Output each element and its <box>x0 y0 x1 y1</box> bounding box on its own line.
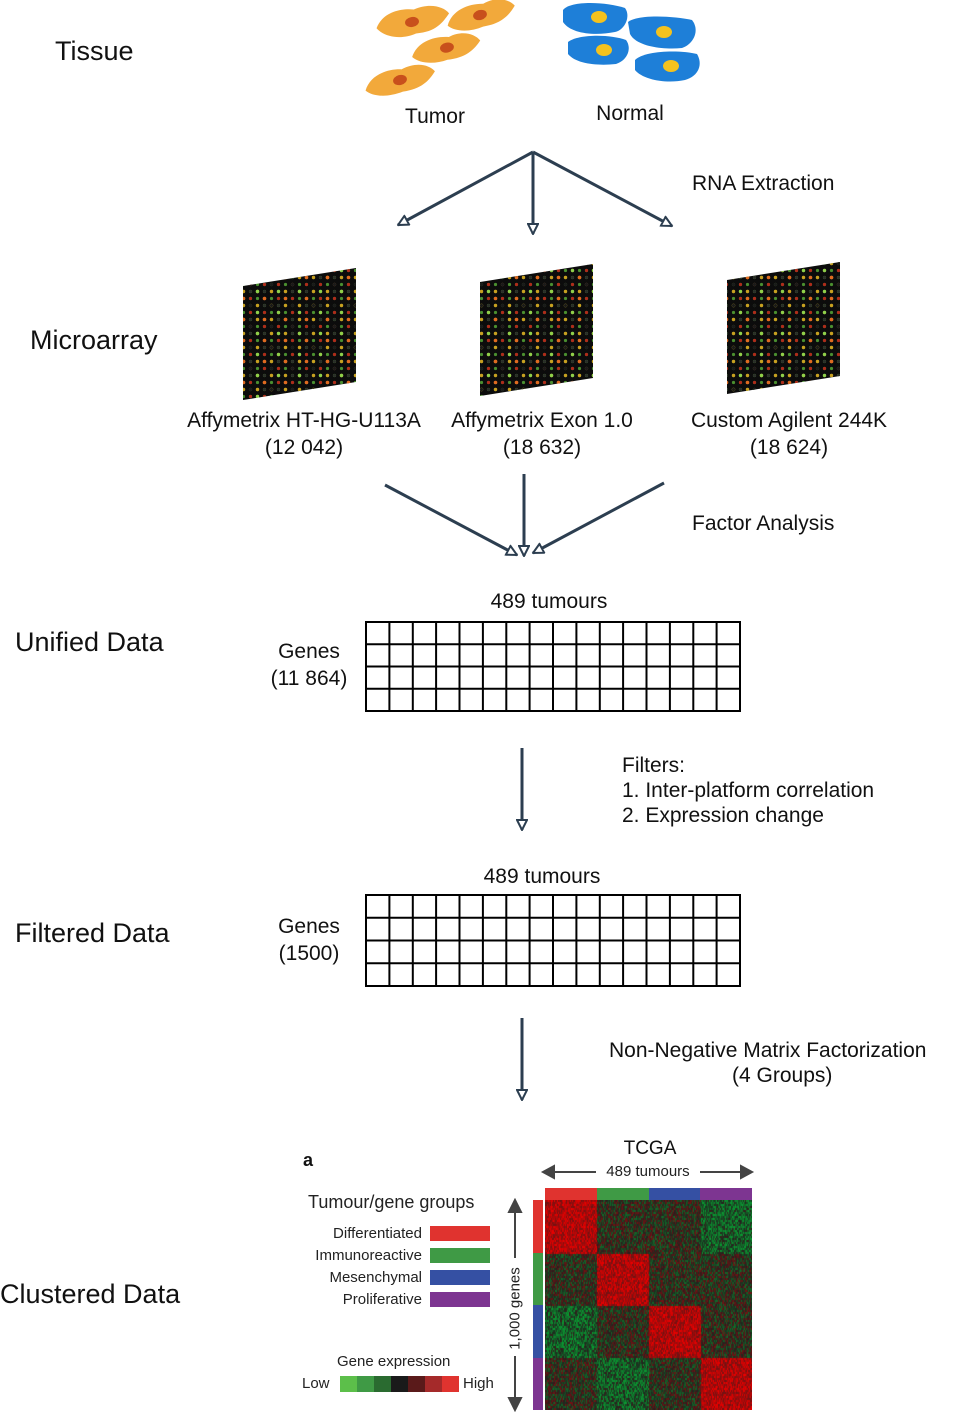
column-group-segment <box>545 1188 597 1200</box>
filtered-columns-label: 489 tumours <box>483 865 601 888</box>
legend-swatch-mesenchymal <box>430 1269 490 1285</box>
tumor-cells <box>365 0 515 96</box>
tissue-cells-illustration <box>365 0 700 96</box>
nmf-groups-label: (4 Groups) <box>732 1064 833 1087</box>
expression-scale-step <box>408 1376 425 1392</box>
expression-scale-step <box>442 1376 459 1392</box>
chip-affymetrix-exon <box>480 264 593 396</box>
group-legend: Differentiated Immunoreactive Mesenchyma… <box>300 1222 490 1310</box>
platform-count-1: (12 042) <box>264 436 344 459</box>
expression-scale-step <box>374 1376 391 1392</box>
legend-title: Tumour/gene groups <box>308 1192 475 1212</box>
platform-name-2: Affymetrix Exon 1.0 <box>451 409 633 432</box>
filtered-rows-label: Genes <box>278 915 340 938</box>
legend-item: Proliferative <box>300 1288 490 1310</box>
legend-item: Mesenchymal <box>300 1266 490 1288</box>
normal-cell <box>568 35 629 65</box>
arrow-factor-right <box>533 481 665 555</box>
expression-scale-step <box>391 1376 408 1392</box>
legend-item: Differentiated <box>300 1222 490 1244</box>
expression-title: Gene expression <box>337 1353 451 1370</box>
expression-high-label: High <box>463 1375 494 1392</box>
heatmap-columns-label: 489 tumours <box>606 1163 690 1180</box>
tumor-label: Tumor <box>405 105 465 128</box>
filter-item-1: 1. Inter-platform correlation <box>622 779 875 802</box>
expression-color-scale <box>340 1376 459 1392</box>
platform-name-1: Affymetrix HT-HG-U113A <box>187 409 421 432</box>
expression-scale-step <box>357 1376 374 1392</box>
legend-item-label: Proliferative <box>342 1290 422 1308</box>
row-group-segment <box>533 1305 543 1358</box>
row-group-segment <box>533 1252 543 1305</box>
unified-rows-label: Genes <box>278 640 340 663</box>
tumor-cell <box>365 64 435 96</box>
stage-label-tissue: Tissue <box>55 36 134 66</box>
normal-label: Normal <box>596 102 664 125</box>
expression-scale-step <box>425 1376 442 1392</box>
column-group-segment <box>700 1188 752 1200</box>
chip-agilent <box>727 262 840 394</box>
normal-cell <box>563 3 628 34</box>
stage-label-unified: Unified Data <box>15 627 164 657</box>
stage-label-filtered: Filtered Data <box>15 918 170 948</box>
filtered-rows-count: (1500) <box>278 942 340 965</box>
arrow-rna-left <box>398 150 534 227</box>
row-group-bar <box>533 1200 543 1410</box>
expression-heatmap <box>545 1200 752 1410</box>
tumor-cell <box>412 33 481 63</box>
filtered-data-grid <box>365 894 741 987</box>
column-group-segment <box>596 1188 649 1200</box>
chip-affymetrix-ht <box>243 268 356 400</box>
row-group-segment <box>533 1200 543 1253</box>
platform-name-3: Custom Agilent 244K <box>690 409 888 432</box>
legend-item-label: Immunoreactive <box>315 1246 422 1264</box>
columns-arrow <box>540 1164 755 1180</box>
stage-label-microarray: Microarray <box>30 325 158 355</box>
legend-swatch-differentiated <box>430 1225 490 1241</box>
normal-cells <box>563 3 700 82</box>
arrow-rna-right <box>532 150 672 228</box>
expression-low-label: Low <box>302 1375 330 1392</box>
unified-rows-count: (11 864) <box>270 667 348 690</box>
unified-data-grid <box>365 621 741 712</box>
legend-item: Immunoreactive <box>300 1244 490 1266</box>
normal-cell <box>628 16 696 49</box>
rna-extraction-label: RNA Extraction <box>692 172 835 195</box>
rows-arrow <box>507 1198 523 1412</box>
microarray-chips <box>243 262 840 400</box>
column-group-bar <box>545 1188 752 1200</box>
stage-label-clustered: Clustered Data <box>0 1279 181 1309</box>
row-group-segment <box>533 1357 543 1410</box>
legend-item-label: Differentiated <box>333 1224 422 1242</box>
heatmap-title: TCGA <box>623 1138 677 1159</box>
filters-title: Filters: <box>622 754 685 777</box>
arrow-factor-left <box>384 483 517 557</box>
platform-count-2: (18 632) <box>502 436 582 459</box>
tumor-cell <box>447 0 515 31</box>
legend-swatch-proliferative <box>430 1291 490 1307</box>
heatmap-rows-label: 1,000 genes <box>506 1267 524 1350</box>
factor-analysis-label: Factor Analysis <box>692 512 835 535</box>
unified-columns-label: 489 tumours <box>490 590 608 613</box>
legend-item-label: Mesenchymal <box>329 1268 422 1286</box>
platform-count-3: (18 624) <box>749 436 829 459</box>
legend-swatch-immunoreactive <box>430 1247 490 1263</box>
normal-cell <box>635 51 700 82</box>
nmf-label: Non-Negative Matrix Factorization <box>609 1039 927 1062</box>
panel-letter: a <box>303 1150 314 1170</box>
column-group-segment <box>648 1188 701 1200</box>
tumor-cell <box>376 5 450 38</box>
filter-item-2: 2. Expression change <box>622 804 824 827</box>
expression-scale-step <box>340 1376 357 1392</box>
